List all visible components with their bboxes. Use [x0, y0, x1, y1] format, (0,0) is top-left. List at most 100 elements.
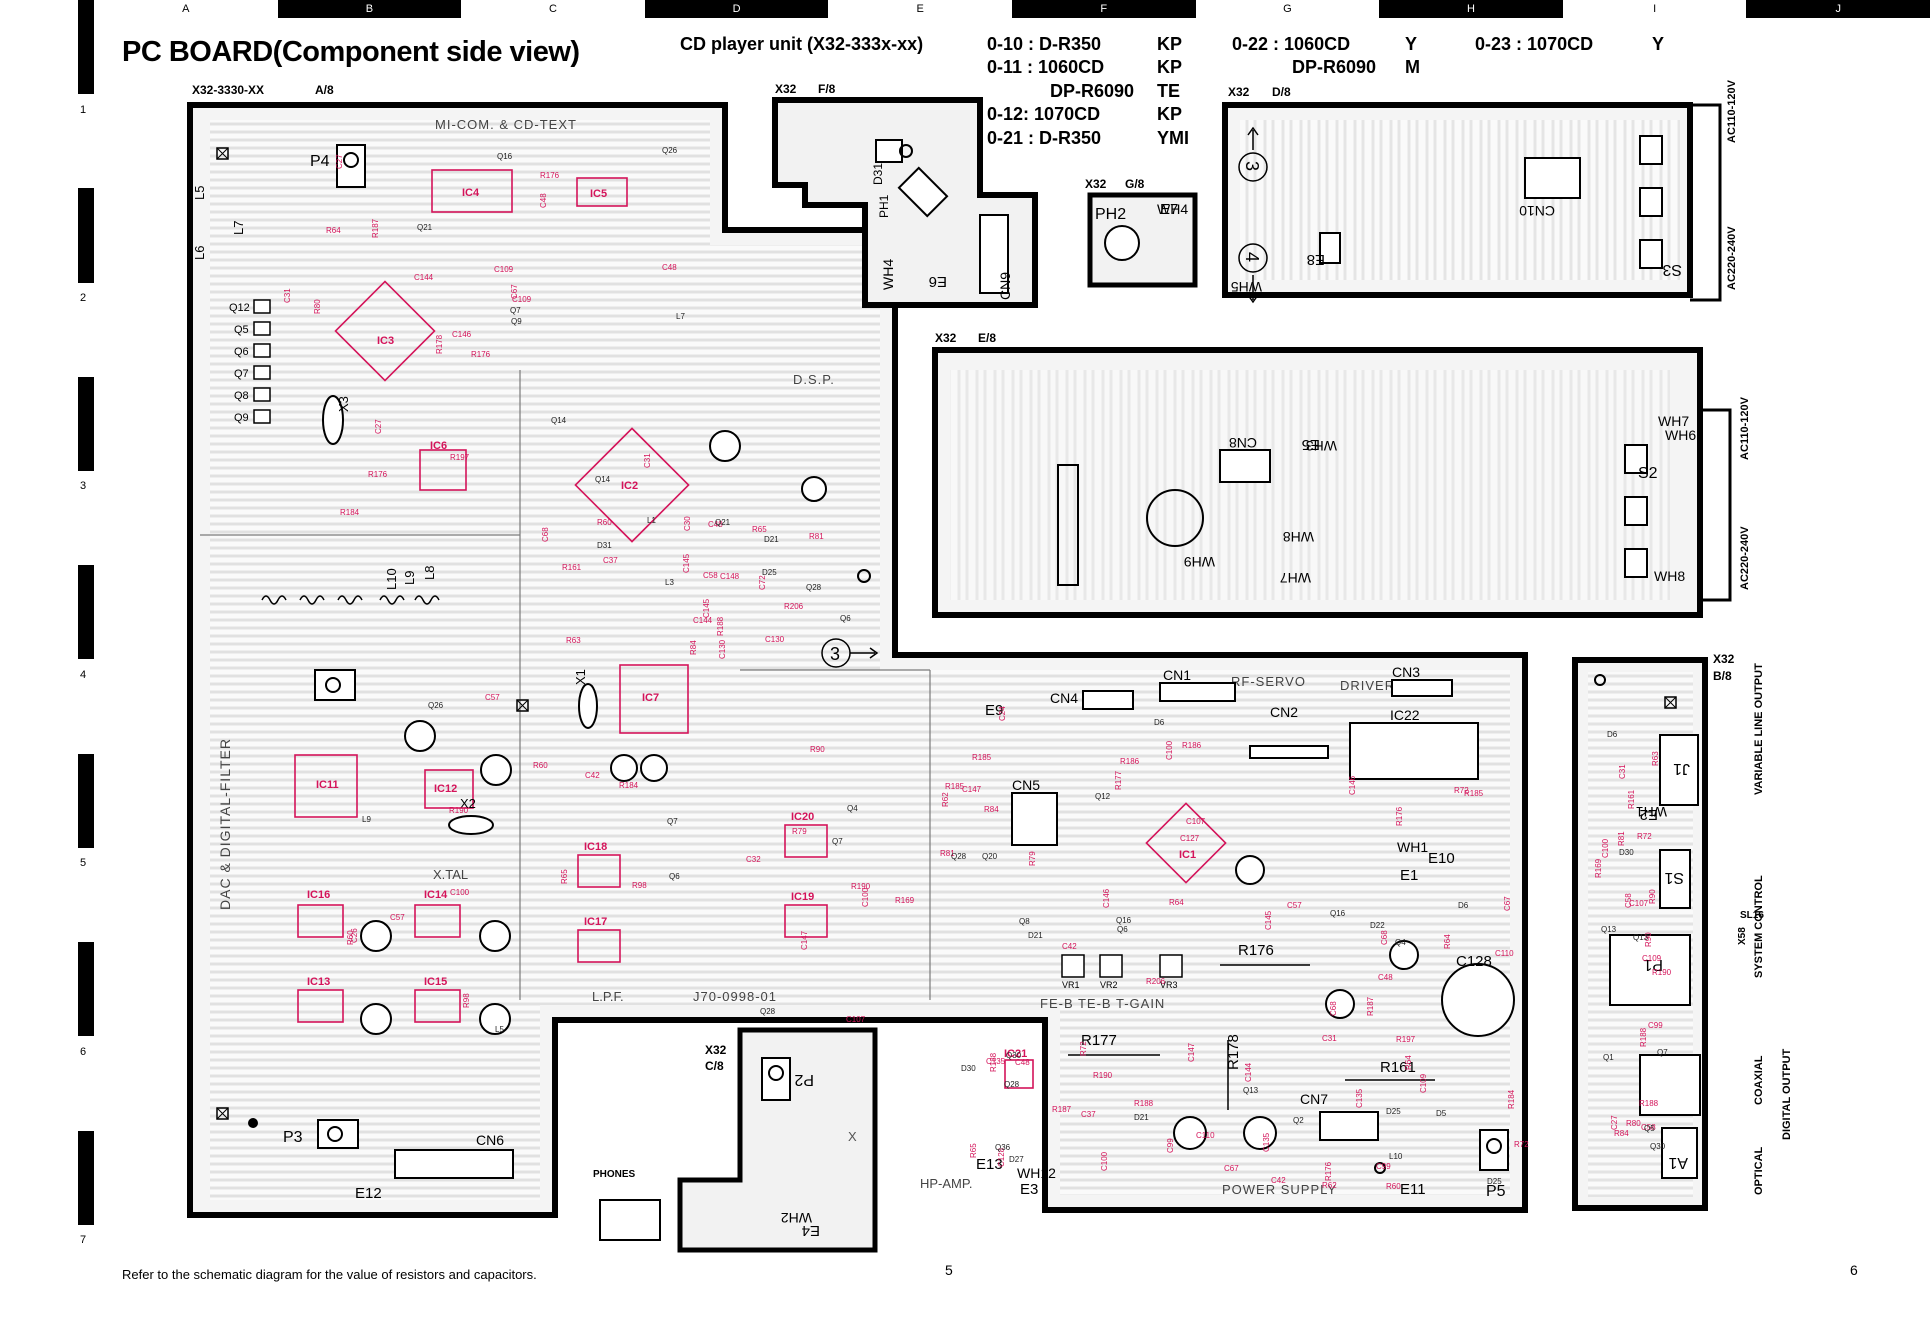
svg-text:WH4: WH4 [1157, 201, 1188, 217]
cn4-connector [1082, 690, 1134, 710]
part-ref-label: R64 [1169, 898, 1184, 907]
part-ref-label: C27 [335, 154, 344, 169]
part-ref-label: D21 [1028, 931, 1043, 940]
part-ref-label: D21 [1134, 1113, 1149, 1122]
part-ref-label: C24 [998, 706, 1007, 721]
part-ref-label: C37 [1081, 1110, 1096, 1119]
part-ref-label: Q6 [1117, 925, 1128, 934]
part-ref-label: D22 [1370, 921, 1385, 930]
s2-pad-1 [1624, 444, 1648, 474]
part-ref-label: R177 [1114, 770, 1123, 790]
svg-text:X58: X58 [1737, 927, 1748, 945]
part-ref-label: C99 [1166, 1138, 1175, 1153]
part-ref-label: C67 [1224, 1164, 1239, 1173]
svg-text:VR3: VR3 [1160, 980, 1178, 990]
ref-3-marker-a: 3 [830, 644, 840, 664]
svg-text:E10: E10 [1428, 850, 1455, 867]
row-band [78, 188, 94, 283]
part-ref-label: Q6 [669, 872, 680, 881]
variant-model: DP-R6090 [1292, 57, 1377, 77]
part-ref-label: R80 [313, 299, 322, 314]
part-ref-label: D25 [1487, 1177, 1502, 1186]
svg-text:WH4: WH4 [880, 259, 896, 290]
part-ref-label: R197 [450, 453, 470, 462]
j1-jack [1659, 734, 1699, 806]
part-ref-label: R186 [1182, 741, 1202, 750]
svg-text:IC19: IC19 [791, 891, 814, 903]
part-ref-label: C147 [800, 930, 809, 950]
board-c-outline [677, 1027, 878, 1253]
svg-text:PH2: PH2 [1095, 206, 1126, 223]
part-ref-label: R60 [346, 930, 355, 945]
part-ref-label: Q30 [1650, 1142, 1666, 1151]
svg-text:C128: C128 [1456, 953, 1492, 970]
part-ref-label: R84 [689, 640, 698, 655]
variant-dest: KP [1157, 57, 1183, 77]
part-ref-label: D25 [1386, 1107, 1401, 1116]
ic19-package [784, 904, 828, 938]
svg-text:IC13: IC13 [307, 976, 330, 988]
board-g-code: X32 [1085, 177, 1107, 191]
part-ref-label: C100 [1100, 1151, 1109, 1171]
part-ref-label: R186 [1120, 757, 1140, 766]
board-b-part: B/8 [1713, 669, 1732, 683]
svg-text:E5: E5 [1302, 436, 1320, 453]
variant-model: DP-R6090 [1050, 81, 1135, 101]
a1-optical-jack [1661, 1127, 1698, 1179]
part-ref-label: R185 [972, 753, 992, 762]
svg-text:IC7: IC7 [642, 692, 659, 704]
cn8-connector [1219, 449, 1271, 483]
e8-block [1319, 232, 1341, 264]
part-ref-label: R72 [1637, 832, 1652, 841]
part-ref-label: R72 [1079, 1041, 1088, 1056]
part-ref-label: R62 [941, 792, 950, 807]
part-ref-label: R169 [1594, 858, 1603, 878]
part-ref-label: C42 [1062, 942, 1077, 951]
svg-text:L10: L10 [384, 568, 399, 590]
row-label: 3 [80, 480, 87, 493]
part-ref-label: R90 [1648, 889, 1657, 904]
part-ref-label: C72 [758, 575, 767, 590]
s3-pad-3 [1639, 239, 1663, 269]
svg-text:WH8: WH8 [1654, 568, 1685, 584]
part-ref-label: C57 [1287, 901, 1302, 910]
part-ref-label: D6 [1458, 901, 1469, 910]
svg-text:E7: E7 [1160, 201, 1178, 218]
column-label: D [644, 0, 829, 18]
part-ref-label: C48 [1015, 1058, 1030, 1067]
part-ref-label: R72 [1514, 1140, 1529, 1149]
system-control-label: SYSTEM CONTROL [1753, 875, 1765, 978]
part-ref-label: R64 [326, 226, 341, 235]
s2-pad-2 [1624, 496, 1648, 526]
svg-text:IC14: IC14 [424, 889, 448, 901]
svg-text:CN9: CN9 [997, 272, 1013, 300]
part-ref-label: Q20 [982, 852, 998, 861]
column-label: H [1379, 0, 1563, 18]
part-ref-label: C109 [1419, 1073, 1428, 1093]
part-ref-label: R197 [1396, 1035, 1416, 1044]
part-ref-label: R90 [1644, 932, 1653, 947]
variant-code: 0-22 : [1232, 34, 1280, 54]
part-ref-label: Q7 [510, 306, 521, 315]
board-d-part: D/8 [1272, 85, 1291, 99]
part-ref-label: R187 [1366, 996, 1375, 1016]
part-ref-label: R65 [969, 1143, 978, 1158]
part-ref-label: C58 [1641, 1123, 1656, 1132]
page-number-left: 5 [945, 1262, 953, 1278]
part-ref-label: C100 [1601, 838, 1610, 858]
ic20-package [784, 824, 828, 858]
part-ref-label: R185 [945, 782, 965, 791]
ic18-package [577, 854, 621, 888]
svg-text:IC11: IC11 [316, 779, 339, 791]
svg-text:CN5: CN5 [1012, 777, 1040, 793]
svg-text:IC1: IC1 [1179, 849, 1196, 861]
svg-text:VR1: VR1 [1062, 980, 1080, 990]
ic12-package [424, 769, 474, 809]
ic1-package [1145, 802, 1227, 884]
svg-text:IC22: IC22 [1390, 707, 1420, 723]
part-ref-label: R81 [809, 532, 824, 541]
digital-output-label: DIGITAL OUTPUT [1781, 1048, 1793, 1140]
part-ref-label: C130 [718, 639, 727, 659]
phones-label: PHONES [593, 1169, 636, 1180]
part-ref-label: R60 [1386, 1182, 1401, 1191]
